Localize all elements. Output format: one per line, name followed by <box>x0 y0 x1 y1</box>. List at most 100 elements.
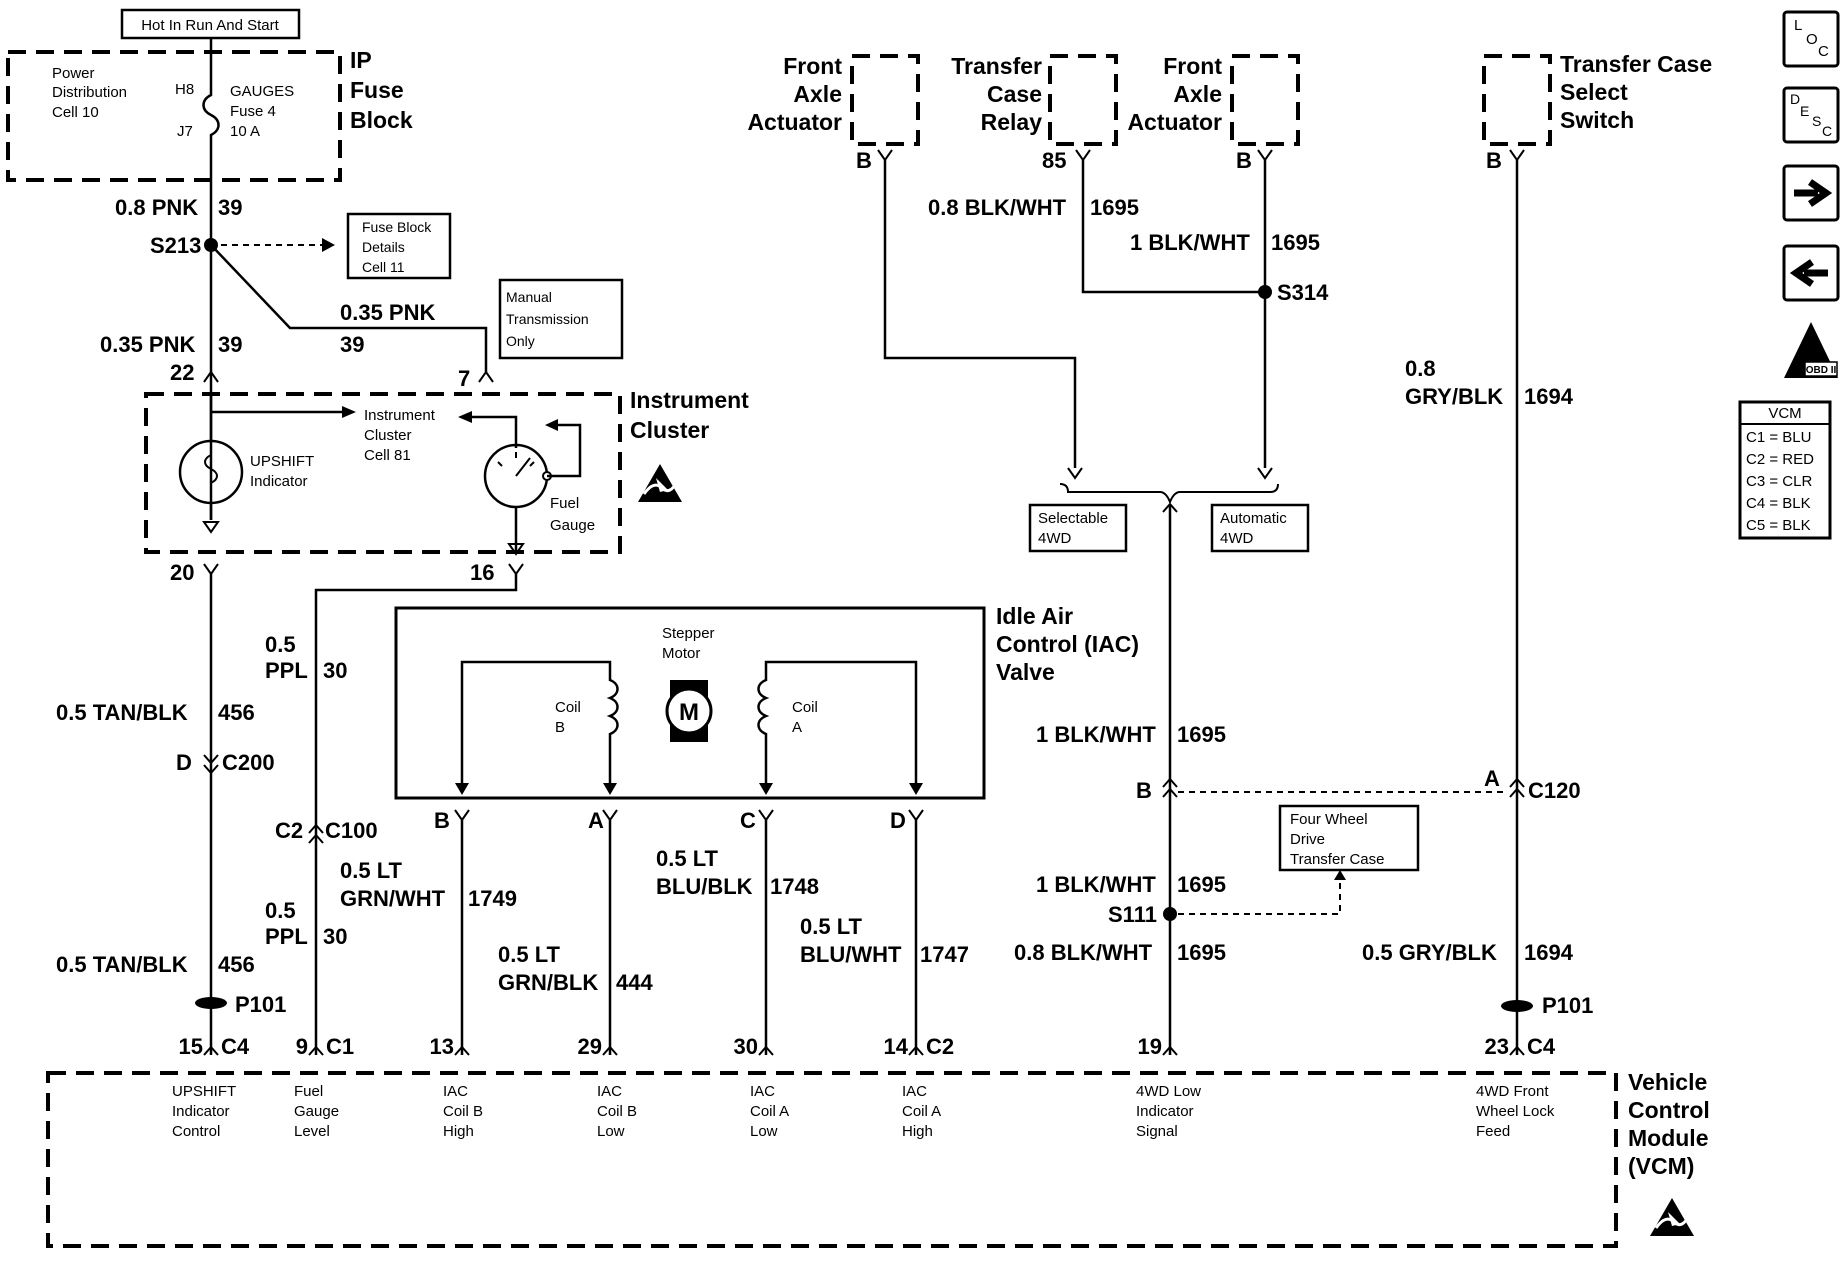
fuel-arrow-down <box>507 543 525 556</box>
vcm-pin-number: 29 <box>578 1034 602 1059</box>
fuel-gauge-label: Fuel Gauge <box>550 495 595 534</box>
vcm-pin-function-label: Coil B <box>597 1103 637 1120</box>
vcm-pin-function-label: Coil A <box>750 1103 789 1120</box>
pin-16-label: 16 <box>470 560 494 585</box>
vcm-pin-number: 14 <box>884 1034 909 1059</box>
svg-text:0.5 LT: 0.5 LT <box>656 846 719 871</box>
vcm-pin-function-label: Gauge <box>294 1103 339 1120</box>
arrow-left-icon <box>1789 259 1828 287</box>
transfer-case-relay <box>1048 54 1118 146</box>
svg-text:B: B <box>1486 148 1502 173</box>
svg-text:S: S <box>1812 113 1821 129</box>
c120-pin-b: B <box>1136 778 1152 803</box>
instrument-cluster-outline <box>144 392 622 554</box>
svg-text:Transmission: Transmission <box>506 311 589 327</box>
svg-text:B: B <box>555 719 565 736</box>
desc-icon-letters: D E S C <box>1790 91 1832 139</box>
cluster-ref-text: Instrument Cluster Cell 81 <box>364 407 436 464</box>
svg-text:Cell 11: Cell 11 <box>362 259 405 275</box>
blk-wht-mid-label: 1 BLK/WHT <box>1036 722 1156 747</box>
svg-text:GRN/BLK: GRN/BLK <box>498 970 598 995</box>
option-connectors <box>1067 467 1273 480</box>
vcm-pin-function-label: Fuel <box>294 1083 323 1100</box>
manual-transmission-text: Manual Transmission Only <box>506 289 589 349</box>
vcm-pin-connector-id: C2 <box>926 1034 954 1059</box>
manual-transmission-box <box>498 278 624 360</box>
fuel-gauge-return-arrow <box>545 419 558 431</box>
stepper-motor-icon <box>665 687 713 735</box>
front-axle-actuator-left <box>850 54 920 146</box>
c200-connector <box>203 754 219 775</box>
blk-wht-08-low-circuit: 1695 <box>1177 940 1226 965</box>
vcm-pin-function-label: Low <box>597 1123 625 1140</box>
coil-b-winding <box>460 660 619 790</box>
front-axle-left-wire <box>883 160 1077 468</box>
c120-pin-a: A <box>1484 766 1500 791</box>
vcm-pin-function-label: UPSHIFT <box>172 1083 236 1100</box>
svg-text:Fuel: Fuel <box>550 495 579 512</box>
fuse-block-details-text: Fuse Block Details Cell 11 <box>362 219 432 275</box>
front-axle-actuator-right <box>1230 54 1300 146</box>
ppl-bottom-size: 0.5 <box>265 898 296 923</box>
automatic-4wd-box <box>1210 503 1310 553</box>
option-brace <box>1059 483 1279 505</box>
coil-b-label: Coil B <box>555 699 581 736</box>
svg-text:Valve: Valve <box>996 659 1055 685</box>
instrument-cluster-title: Instrument Cluster <box>630 387 749 443</box>
svg-text:Actuator: Actuator <box>747 109 842 135</box>
fuse-details-arrow <box>322 238 335 252</box>
iac-wire-labels: 0.5 LT GRN/WHT 1749 0.5 LT GRN/BLK 444 0… <box>340 846 969 995</box>
actuator-connectors <box>877 149 1525 162</box>
fuse-pin-labels: H8 J7 <box>175 81 194 140</box>
upshift-indicator-filament <box>204 441 218 503</box>
svg-text:Manual: Manual <box>506 289 552 305</box>
relay-85-wire <box>1081 160 1265 294</box>
c100-label: C100 <box>325 818 378 843</box>
svg-text:4WD: 4WD <box>1220 530 1254 547</box>
svg-text:Automatic: Automatic <box>1220 510 1287 527</box>
vcm-pin-function-label: Feed <box>1476 1123 1510 1140</box>
pin-7-connector <box>478 370 494 383</box>
branch-035-pnk-label: 0.35 PNK <box>340 300 435 325</box>
transfer-case-select-switch <box>1482 54 1552 146</box>
svg-text:Drive: Drive <box>1290 831 1325 848</box>
motor-letter: M <box>679 699 699 726</box>
svg-text:Selectable: Selectable <box>1038 510 1108 527</box>
fuse-block-details-box <box>346 212 452 280</box>
wire-08-pnk-circuit: 39 <box>218 195 242 220</box>
svg-text:GRN/WHT: GRN/WHT <box>340 886 446 911</box>
s111-label: S111 <box>1108 902 1157 927</box>
svg-text:Cell 10: Cell 10 <box>52 104 99 121</box>
svg-text:C1 = BLU: C1 = BLU <box>1746 429 1811 446</box>
svg-text:C2 = RED: C2 = RED <box>1746 451 1814 468</box>
vcm-pin-connector <box>758 1045 774 1056</box>
coil-a-label: Coil A <box>792 699 818 736</box>
svg-text:Cluster: Cluster <box>630 417 709 443</box>
vcm-pin-function-label: Coil A <box>902 1103 941 1120</box>
loc-icon[interactable] <box>1782 10 1840 68</box>
fuel-gauge-feed <box>472 415 518 448</box>
s111-splice <box>1163 907 1177 921</box>
svg-text:E: E <box>1800 103 1809 119</box>
c100-pin: C2 <box>275 818 303 843</box>
transfer-case-relay-label: Transfer Case Relay <box>951 53 1042 135</box>
svg-text:0.5 LT: 0.5 LT <box>340 858 403 883</box>
vcm-pin-connector-id: C4 <box>1527 1034 1556 1059</box>
svg-text:Fuse: Fuse <box>350 77 404 103</box>
ppl-bottom-color: PPL <box>265 924 308 949</box>
svg-text:Power: Power <box>52 65 95 82</box>
vcm-pin-connector <box>1162 1045 1178 1056</box>
wire-035-pnk-circuit: 39 <box>218 332 242 357</box>
s111-pointer <box>1178 875 1341 915</box>
svg-text:BLU/WHT: BLU/WHT <box>800 942 902 967</box>
svg-text:UPSHIFT: UPSHIFT <box>250 453 314 470</box>
wire-08-pnk-label: 0.8 PNK <box>115 195 198 220</box>
svg-text:Idle Air: Idle Air <box>996 603 1073 629</box>
transfer-case-select-switch-label: Transfer Case Select Switch <box>1560 51 1712 133</box>
vcm-pin-function-label: Low <box>750 1123 778 1140</box>
coil-b-low-arrow <box>603 783 617 795</box>
p101-left-label: P101 <box>235 992 286 1017</box>
desc-icon[interactable] <box>1782 86 1840 144</box>
svg-text:Four Wheel: Four Wheel <box>1290 811 1368 828</box>
svg-text:Relay: Relay <box>981 109 1043 135</box>
